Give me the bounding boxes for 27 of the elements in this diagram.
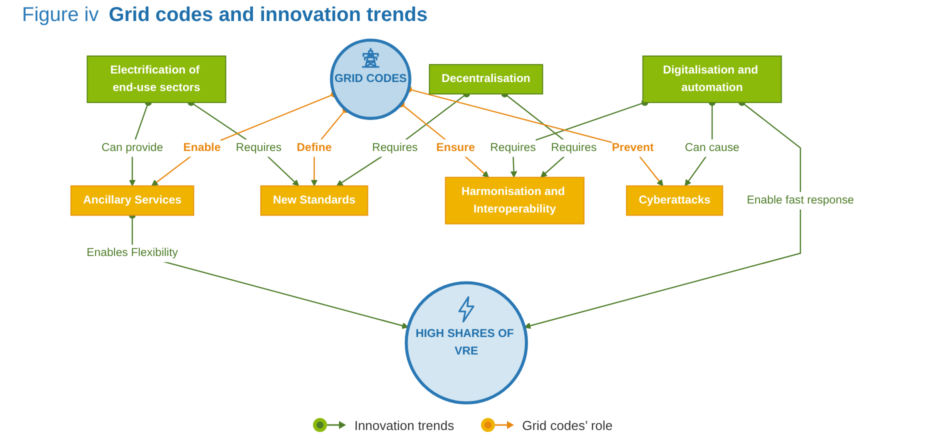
node-box: Digitalisation and automation (642, 56, 782, 104)
figure-number: Figure iv (22, 4, 99, 27)
legend-text: Grid codes’ role (522, 418, 613, 432)
node-circle: HIGH SHARES OF VRE (404, 281, 528, 404)
edge-label: Requires (236, 140, 282, 154)
edge-label: Enables Flexibility (86, 246, 178, 260)
edge-label: Can cause (684, 140, 740, 154)
edge-label: Requires (490, 140, 536, 154)
node-circle: GRID CODES (330, 38, 412, 120)
edge-label: Requires (372, 140, 418, 154)
edge-label: Enable fast response (746, 194, 854, 206)
node-box: Electrification of end-use sectors (86, 56, 226, 104)
edge-label: Requires (551, 140, 597, 154)
node-box: Decentralisation (428, 64, 544, 94)
figure-title: Grid codes and innovation trends (108, 4, 428, 27)
legend-text: Innovation trends (354, 418, 454, 432)
arrow (398, 100, 489, 178)
edge-label: Enable (183, 140, 221, 154)
node-box: Cyberattacks (626, 185, 724, 216)
edge-label: Ensure (436, 140, 475, 154)
arrow (510, 99, 648, 178)
node-box: Ancillary Services (70, 185, 194, 216)
node-box: New Standards (260, 185, 368, 216)
edge-label: Prevent (612, 140, 654, 154)
edge-label: Can provide (102, 140, 164, 154)
node-box: Harmonisation and Interoperability (444, 176, 584, 224)
edge-label: Define (296, 140, 332, 154)
